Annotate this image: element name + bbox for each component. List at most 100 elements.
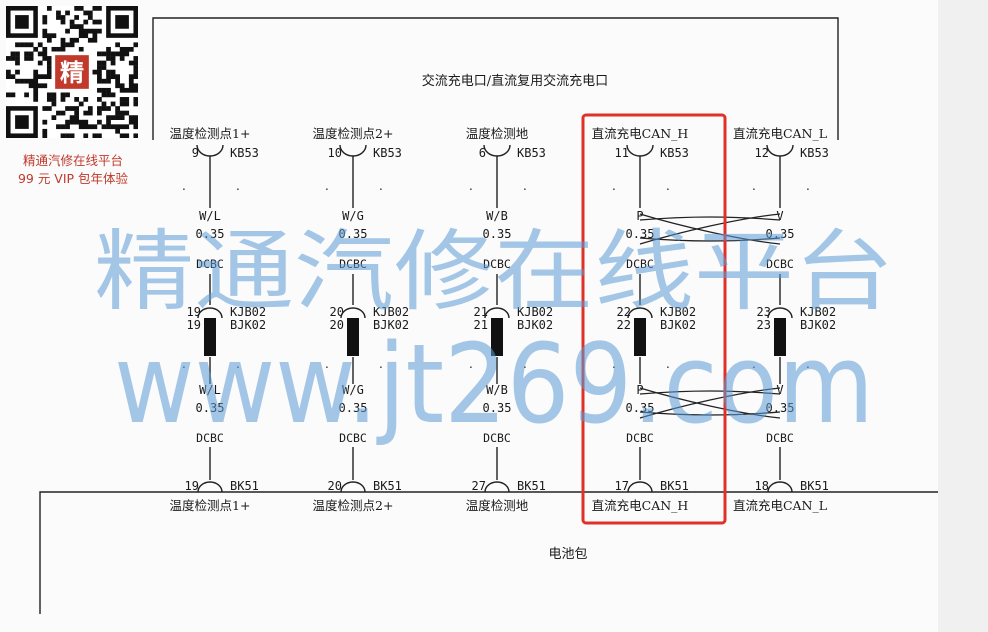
twisted-pair-curve [639,237,781,242]
qr-module [46,37,52,43]
qr-module [124,101,130,107]
qr-module [33,83,39,89]
wire-color-label: V [776,383,783,397]
qr-module [119,87,125,93]
dot-mark: . [325,179,329,193]
qr-module [119,133,125,138]
qr-module [101,60,107,66]
qr-module [87,106,93,111]
qr-module [97,28,102,34]
qr-module [128,60,134,66]
inline-pin-socket [197,307,223,319]
bottom-connector-id: BK51 [373,479,402,493]
wire-type-label: DCBC [766,431,794,445]
qr-module [42,51,48,57]
qr-module [97,97,102,102]
qr-module [65,124,70,130]
qr-module [83,10,89,16]
qr-module [83,110,89,116]
qr-module [51,33,57,39]
qr-module [15,51,20,57]
qr-module [97,106,102,111]
qr-module [42,46,48,52]
qr-module [51,97,57,102]
qr-module [97,60,102,66]
qr-module [97,119,102,125]
inline-pin-socket [484,307,510,319]
qr-module [6,92,11,98]
qr-module [33,46,39,52]
qr-module [74,119,80,125]
qr-module [124,110,130,116]
qr-module [37,60,43,66]
qr-module [92,69,98,75]
dot-mark: . [806,179,810,193]
qr-module [115,42,120,48]
inline-connector-id-top: KJB02 [660,305,696,319]
wire-size-label: 0.35 [483,401,512,415]
qr-module [115,110,120,116]
qr-module [101,92,107,98]
qr-module [28,56,34,61]
qr-module [74,6,80,11]
top-pin-number: 11 [615,146,629,160]
wire-type-label: DCBC [339,257,367,271]
qr-module [83,124,89,130]
qr-module [115,106,120,111]
qr-module [24,42,29,48]
bottom-pin-label: 直流充电CAN_L [733,498,827,513]
qr-module [74,24,80,29]
qr-module [133,42,138,48]
twisted-pair-curve [639,213,781,245]
wire-color-label: P [636,209,643,223]
qr-module [133,69,138,75]
qr-module [19,42,25,48]
inline-pin-number-bottom: 22 [617,318,631,332]
inline-pin-number-top: 19 [187,305,201,319]
qr-module [42,133,48,138]
twisted-pair-curve [639,387,781,419]
qr-module [97,69,102,75]
top-box-title: 交流充电口/直流复用交流充电口 [422,73,608,89]
qr-module [128,78,134,84]
highlight-box [581,113,727,525]
qr-module [133,115,138,120]
top-connector-id: KB53 [800,146,829,160]
twisted-pair-marking [639,213,781,419]
top-pin-number: 9 [192,146,199,160]
qr-module [87,10,93,16]
qr-module [56,110,61,116]
bottom-box-title: 电池包 [548,547,587,562]
qr-module [97,74,102,80]
qr-module [28,42,34,48]
qr-module [133,87,138,93]
qr-module [24,51,29,57]
qr-module [24,56,29,61]
dot-mark: . [182,179,186,193]
qr-module [92,37,98,43]
qr-module [92,19,98,25]
dot-mark: . [523,179,527,193]
qr-module [65,10,70,16]
inline-pin-socket [340,307,366,319]
qr-module [15,69,20,75]
qr-module [33,92,39,98]
qr-module [65,106,70,111]
qr-module [115,78,120,84]
qr-module [56,124,61,130]
qr-module [119,46,125,52]
qr-module [37,51,43,57]
wire-type-label: DCBC [766,257,794,271]
qr-module [78,101,84,107]
bottom-pin-label: 温度检测地 [466,498,529,513]
qr-badge-text: 精 [60,59,84,87]
bottom-pin-socket [767,481,793,493]
qr-module [115,83,120,89]
qr-module [42,106,48,111]
qr-module [69,106,75,111]
qr-module [124,51,130,57]
bottom-connector-id: BK51 [517,479,546,493]
qr-module [87,37,93,43]
qr-module [97,65,102,70]
